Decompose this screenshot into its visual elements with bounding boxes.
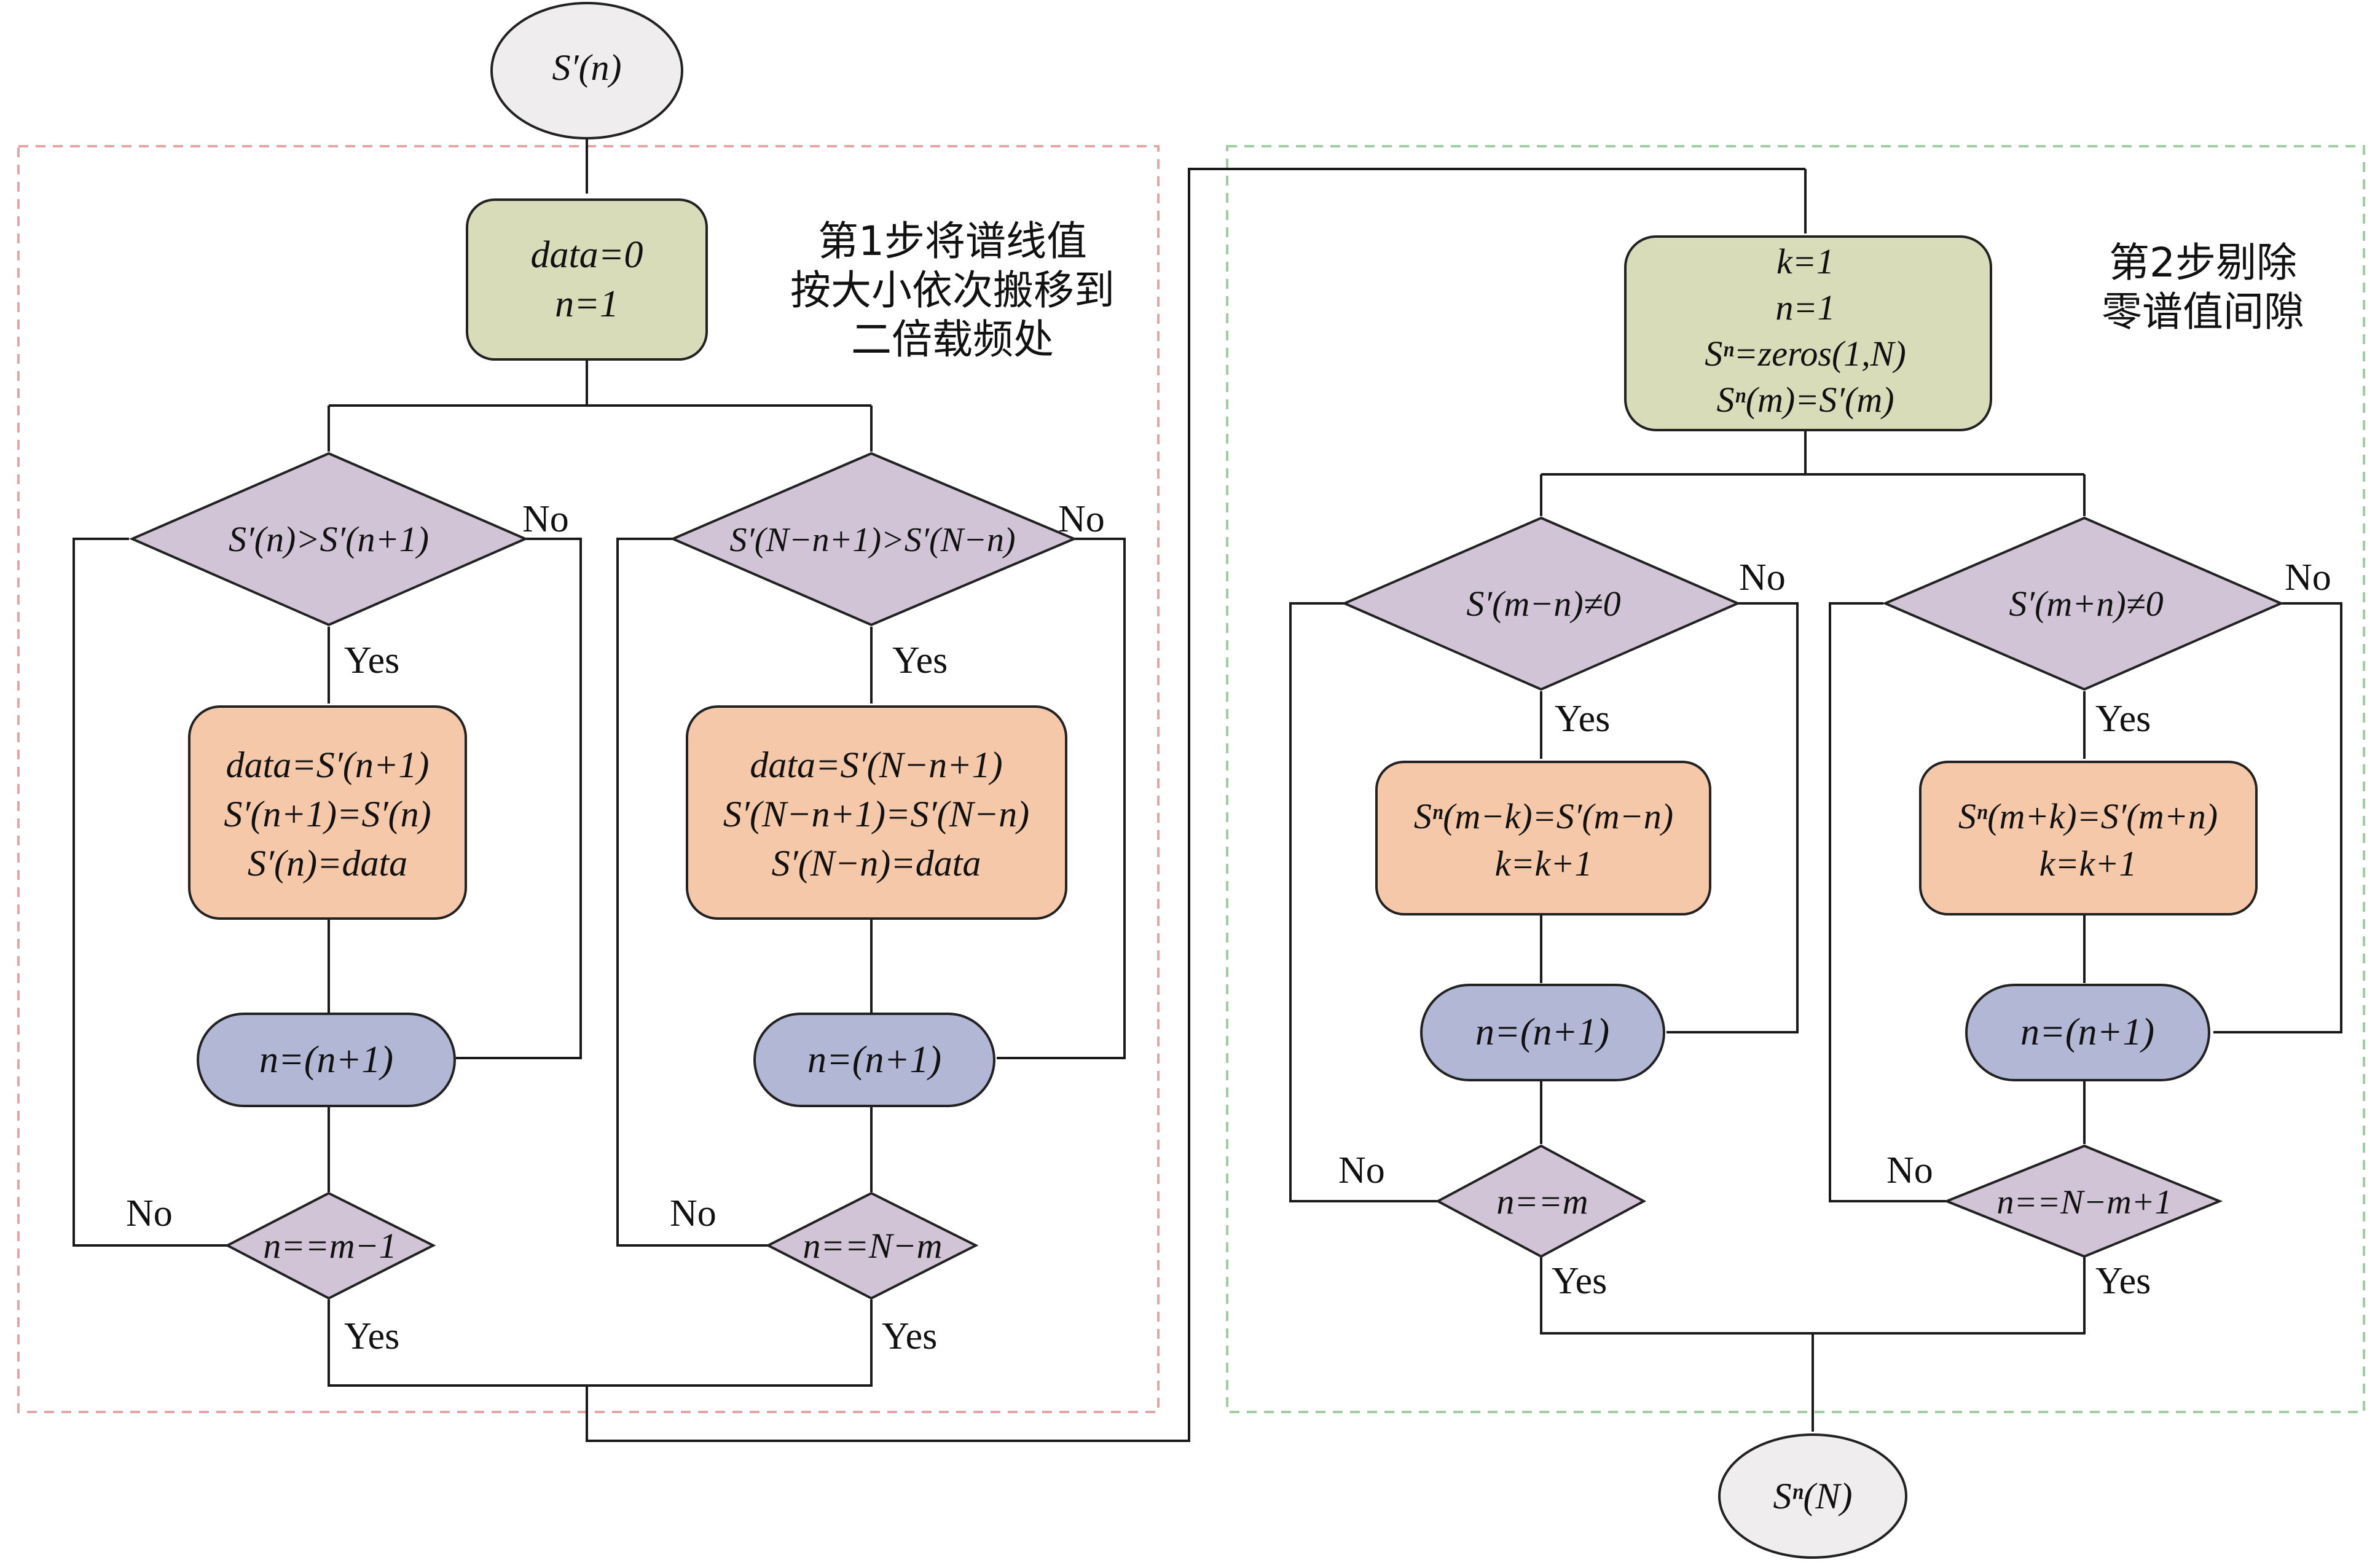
step1-left-swap-line-3: S′(n)=data <box>248 843 407 884</box>
step1-right-swap-line-1: data=S′(N−n+1) <box>750 745 1002 785</box>
start-label: S′(n) <box>552 47 621 88</box>
step2-right-increment-label: n=(n+1) <box>2020 1011 2154 1053</box>
step1-group-border <box>17 145 1160 1413</box>
step1-init-line-1: data=0 <box>530 234 643 276</box>
step2-init-line-3: Sⁿ=zeros(1,N) <box>1705 334 1906 374</box>
no-label: No <box>2285 557 2331 598</box>
step1-right-increment-label: n=(n+1) <box>807 1039 941 1081</box>
step1-left-swap-line-2: S′(n+1)=S′(n) <box>224 794 431 834</box>
step2-left-assign-line-1: Sⁿ(m−k)=S′(m−n) <box>1414 796 1673 836</box>
step2-title: 第2步剔除 零谱值间隙 <box>2102 239 2304 335</box>
step2-left-condition: S′(m−n)≠0 <box>1466 584 1620 624</box>
step2-left-increment-label: n=(n+1) <box>1475 1011 1609 1053</box>
yes-label: Yes <box>1552 1260 1607 1302</box>
step2-title-line-2: 零谱值间隙 <box>2102 288 2304 335</box>
step1-right-condition: S′(N−n+1)>S′(N−n) <box>730 521 1016 559</box>
step1-left-check-label: n==m−1 <box>263 1226 396 1266</box>
step1-init-line-2: n=1 <box>555 283 619 325</box>
yes-label: Yes <box>2095 698 2151 740</box>
step1-branch-labels: No Yes No Yes No Yes No Yes <box>126 498 1105 1357</box>
step1-left-process: data=S′(n+1) S′(n+1)=S′(n) S′(n)=data <box>188 705 467 920</box>
step2-init-line-4: Sⁿ(m)=S′(m) <box>1716 380 1894 420</box>
step1-init-box: data=0 n=1 <box>466 198 708 361</box>
step1-right-decision: S′(N−n+1)>S′(N−n) <box>669 452 1078 627</box>
step1-edges <box>73 138 1807 1442</box>
no-label: No <box>1739 557 1786 598</box>
step2-branch-labels: No Yes No Yes No Yes No Yes <box>1338 557 2331 1302</box>
step2-right-decision: S′(m+n)≠0 <box>1882 516 2285 691</box>
yes-label: Yes <box>344 640 399 681</box>
step1-right-check-label: n==N−m <box>803 1226 943 1266</box>
no-label: No <box>126 1193 173 1234</box>
step2-left-decision: S′(m−n)≠0 <box>1341 516 1741 691</box>
step2-init-box: k=1 n=1 Sⁿ=zeros(1,N) Sⁿ(m)=S′(m) <box>1624 235 1992 431</box>
step1-left-condition: S′(n)>S′(n+1) <box>229 519 429 559</box>
end-label: Sⁿ(N) <box>1773 1476 1853 1516</box>
step2-left-assign-line-2: k=k+1 <box>1495 844 1593 884</box>
step2-left-check: n==m <box>1435 1144 1647 1258</box>
step1-title-line-3: 二倍载频处 <box>851 316 1054 363</box>
step1-right-swap-line-2: S′(N−n+1)=S′(N−n) <box>723 794 1029 834</box>
step1-left-increment: n=(n+1) <box>197 1013 456 1107</box>
step2-left-process: Sⁿ(m−k)=S′(m−n) k=k+1 <box>1375 761 1711 915</box>
no-label: No <box>1058 498 1105 540</box>
step2-right-check-label: n==N−m+1 <box>1997 1183 2172 1221</box>
no-label: No <box>522 498 569 540</box>
step2-right-assign-line-1: Sⁿ(m+k)=S′(m+n) <box>1958 796 2218 836</box>
yes-label: Yes <box>1555 698 1610 740</box>
step2-right-assign-line-2: k=k+1 <box>2039 844 2137 884</box>
step2-right-process: Sⁿ(m+k)=S′(m+n) k=k+1 <box>1919 761 2258 915</box>
yes-label: Yes <box>2095 1260 2151 1302</box>
step2-right-increment: n=(n+1) <box>1965 984 2210 1081</box>
yes-label: Yes <box>344 1315 399 1357</box>
step2-edges <box>1289 430 2342 1432</box>
yes-label: Yes <box>882 1315 937 1357</box>
no-label: No <box>1886 1150 1933 1191</box>
step1-left-check: n==m−1 <box>224 1191 436 1300</box>
step2-init-line-2: n=1 <box>1775 288 1835 327</box>
step1-right-process: data=S′(N−n+1) S′(N−n+1)=S′(N−n) S′(N−n)… <box>686 705 1067 920</box>
step2-right-condition: S′(m+n)≠0 <box>2009 584 2163 624</box>
step2-left-increment: n=(n+1) <box>1420 984 1665 1081</box>
step1-right-check: n==N−m <box>765 1191 979 1300</box>
no-label: No <box>670 1193 716 1234</box>
start-terminal: S′(n) <box>490 2 683 139</box>
step2-title-line-1: 第2步剔除 <box>2109 239 2297 286</box>
end-terminal: Sⁿ(N) <box>1718 1433 1907 1559</box>
step1-left-increment-label: n=(n+1) <box>259 1039 393 1081</box>
step1-title-line-1: 第1步将谱线值 <box>818 218 1087 265</box>
step2-group-border <box>1226 145 2365 1413</box>
step1-title: 第1步将谱线值 按大小依次搬移到 二倍载频处 <box>790 218 1115 363</box>
step1-left-decision: S′(n)>S′(n+1) <box>128 452 529 627</box>
step2-right-check: n==N−m+1 <box>1943 1144 2223 1258</box>
step1-left-swap-line-1: data=S′(n+1) <box>226 745 430 785</box>
no-label: No <box>1338 1150 1385 1191</box>
step1-right-swap-line-3: S′(N−n)=data <box>772 843 981 884</box>
step1-title-line-2: 按大小依次搬移到 <box>790 267 1115 314</box>
step2-left-check-label: n==m <box>1496 1182 1588 1221</box>
yes-label: Yes <box>892 640 948 681</box>
step2-init-line-1: k=1 <box>1776 241 1834 281</box>
step1-right-increment: n=(n+1) <box>753 1013 995 1107</box>
